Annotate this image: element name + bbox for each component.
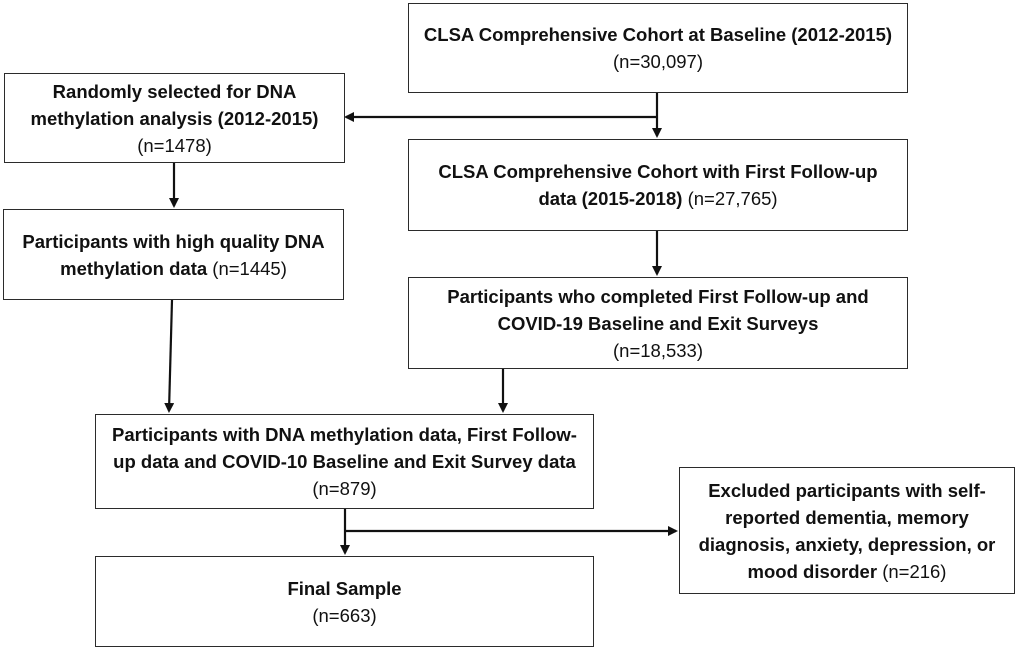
box-random-dna: Randomly selected for DNA methylation an… (4, 73, 345, 163)
box-excluded-title: Excluded participants with self-reported… (698, 479, 996, 582)
arrow-high-quality-to-merged (164, 299, 175, 413)
box-excluded-count: (n=216) (882, 560, 947, 582)
box-baseline-cohort: CLSA Comprehensive Cohort at Baseline (2… (408, 3, 908, 93)
box-covid-completed: Participants who completed First Follow-… (408, 277, 908, 369)
box-merged-count: (n=879) (312, 478, 377, 499)
box-merged-data: Participants with DNA methylation data, … (95, 414, 594, 509)
box-final-title: Final Sample (287, 577, 402, 599)
box-follow-up-count: (n=27,765) (687, 188, 778, 209)
box-baseline-title: CLSA Comprehensive Cohort at Baseline (2… (423, 24, 893, 45)
box-excluded: Excluded participants with self-reported… (679, 467, 1015, 594)
box-final-count: (n=663) (312, 604, 377, 626)
box-baseline-count: (n=30,097) (613, 51, 703, 72)
box-covid-completed-title: Participants who completed First Follow-… (447, 285, 869, 334)
box-high-quality-count: (n=1445) (212, 257, 287, 279)
box-covid-completed-count: (n=18,533) (613, 339, 703, 361)
box-follow-up-cohort: CLSA Comprehensive Cohort with First Fol… (408, 139, 908, 231)
box-random-dna-count: (n=1478) (137, 134, 212, 156)
box-final-sample: Final Sample (n=663) (95, 556, 594, 647)
box-high-quality-title: Participants with high quality DNA methy… (22, 230, 325, 279)
box-follow-up-title: CLSA Comprehensive Cohort with First Fol… (438, 161, 878, 209)
box-merged-title: Participants with DNA methylation data, … (112, 424, 577, 472)
box-high-quality-dna: Participants with high quality DNA methy… (3, 209, 344, 300)
box-random-dna-title: Randomly selected for DNA methylation an… (30, 80, 319, 129)
